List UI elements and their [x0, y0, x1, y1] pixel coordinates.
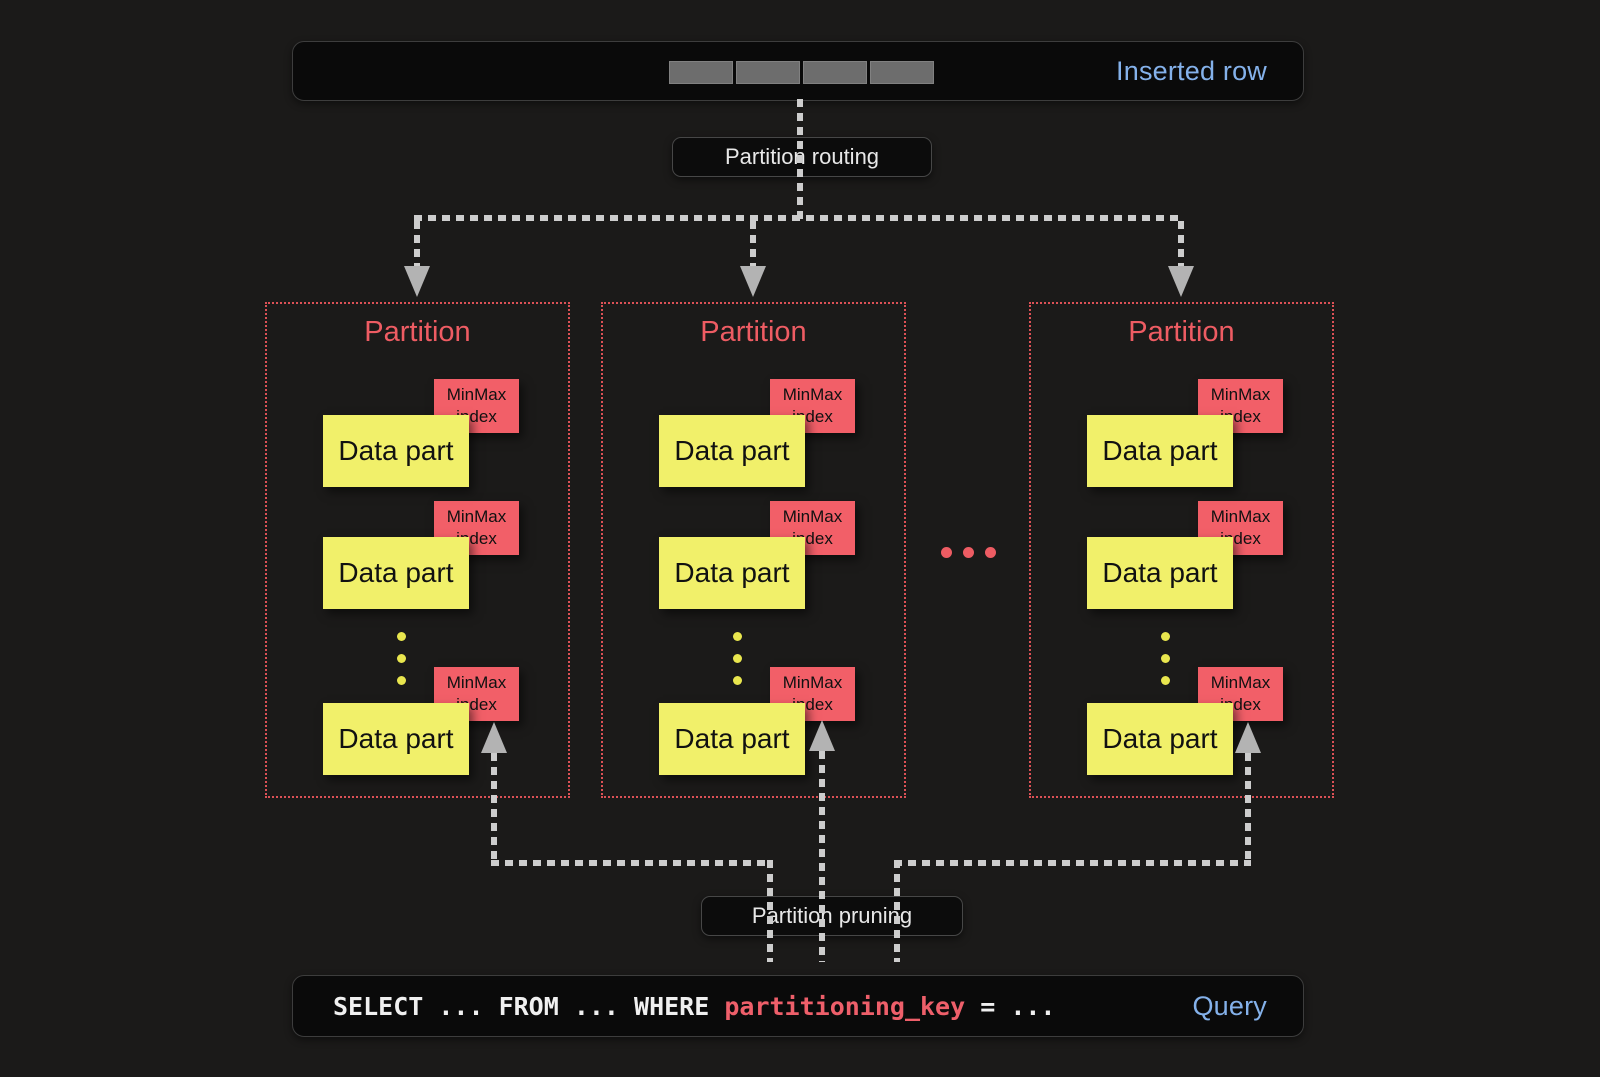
routing-branch-line	[414, 215, 1184, 221]
routing-connector-line	[797, 99, 803, 221]
inserted-row-bar: Inserted row	[292, 41, 1304, 101]
more-parts-ellipsis-icon	[397, 654, 406, 663]
data-part-group: MinMax index Data part	[267, 379, 568, 487]
pruning-line-horizontal-right	[894, 860, 1251, 866]
more-partitions-ellipsis-icon	[963, 547, 974, 558]
row-segment	[870, 61, 934, 84]
routing-drop-line-1	[414, 221, 420, 267]
more-parts-ellipsis-icon	[1161, 632, 1170, 641]
pruning-line-down-left	[767, 860, 773, 962]
arrow-down-icon	[1168, 266, 1194, 297]
data-part-box: Data part	[323, 415, 469, 487]
more-parts-ellipsis-icon	[733, 654, 742, 663]
data-part-group: MinMax index Data part	[603, 379, 904, 487]
more-parts-ellipsis-icon	[1161, 654, 1170, 663]
inserted-row-label: Inserted row	[1116, 55, 1267, 86]
data-part-box: Data part	[659, 415, 805, 487]
data-part-group: MinMax index Data part	[267, 501, 568, 609]
routing-drop-line-2	[750, 221, 756, 267]
data-part-group: MinMax index Data part	[1031, 501, 1332, 609]
more-parts-ellipsis-icon	[397, 676, 406, 685]
more-partitions-ellipsis-icon	[941, 547, 952, 558]
data-part-box: Data part	[323, 703, 469, 775]
data-part-box: Data part	[1087, 537, 1233, 609]
row-segment	[736, 61, 800, 84]
pruning-line-horizontal-left	[491, 860, 773, 866]
data-part-box: Data part	[659, 703, 805, 775]
partition-box-2: Partition MinMax index Data part MinMax …	[601, 302, 906, 798]
data-part-group: MinMax index Data part	[1031, 667, 1332, 775]
data-part-box: Data part	[323, 537, 469, 609]
data-part-group: MinMax index Data part	[603, 667, 904, 775]
query-sql-prefix: SELECT ... FROM ... WHERE	[333, 991, 725, 1021]
pruning-line-up-3	[1245, 753, 1251, 860]
partition-box-3: Partition MinMax index Data part MinMax …	[1029, 302, 1334, 798]
partition-box-1: Partition MinMax index Data part MinMax …	[265, 302, 570, 798]
query-partitioning-key: partitioning_key	[724, 991, 966, 1021]
inserted-row-segments-icon	[669, 61, 934, 84]
routing-drop-line-3	[1178, 221, 1184, 267]
data-part-group: MinMax index Data part	[1031, 379, 1332, 487]
row-segment	[669, 61, 733, 84]
data-part-group: MinMax index Data part	[603, 501, 904, 609]
query-label: Query	[1192, 990, 1267, 1021]
pruning-line-middle	[819, 751, 825, 962]
query-bar: SELECT ... FROM ... WHERE partitioning_k…	[292, 975, 1304, 1037]
more-parts-ellipsis-icon	[397, 632, 406, 641]
partition-title: Partition	[1128, 316, 1235, 348]
arrow-up-icon	[1235, 722, 1261, 753]
partition-title: Partition	[364, 316, 471, 348]
more-partitions-ellipsis-icon	[985, 547, 996, 558]
arrow-down-icon	[404, 266, 430, 297]
query-sql-text: SELECT ... FROM ... WHERE partitioning_k…	[333, 992, 1055, 1021]
pruning-line-up-1	[491, 753, 497, 863]
partition-title: Partition	[700, 316, 807, 348]
arrow-down-icon	[740, 266, 766, 297]
query-sql-suffix: = ...	[965, 991, 1056, 1021]
row-segment	[803, 61, 867, 84]
minmax-index-box: MinMax index	[1198, 501, 1283, 555]
data-part-box: Data part	[1087, 415, 1233, 487]
data-part-box: Data part	[659, 537, 805, 609]
more-parts-ellipsis-icon	[733, 676, 742, 685]
arrow-up-icon	[481, 722, 507, 753]
pruning-line-down-right	[894, 860, 900, 962]
more-parts-ellipsis-icon	[1161, 676, 1170, 685]
data-part-box: Data part	[1087, 703, 1233, 775]
data-part-group: MinMax index Data part	[267, 667, 568, 775]
arrow-up-icon	[809, 720, 835, 751]
partition-pruning-label: Partition pruning	[701, 896, 963, 936]
more-parts-ellipsis-icon	[733, 632, 742, 641]
partition-pruning-text: Partition pruning	[751, 903, 913, 928]
minmax-index-box: MinMax index	[770, 667, 855, 721]
minmax-index-box: MinMax index	[434, 379, 519, 433]
